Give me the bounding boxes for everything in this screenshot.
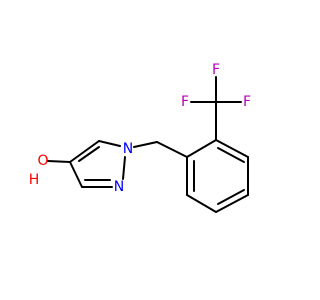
atom-label-f-top: F xyxy=(212,62,220,78)
structure-canvas: O H N N F F F xyxy=(29,62,251,213)
bond-o-c4 xyxy=(47,160,71,163)
bond-c4-c5 xyxy=(69,140,100,163)
bond-c4-c5-double xyxy=(78,146,100,162)
atom-label-f-right: F xyxy=(243,94,251,110)
atom-label-o: O xyxy=(37,153,48,169)
atom-label-n1: N xyxy=(123,141,133,157)
bonds xyxy=(47,76,249,213)
atom-label-n2: N xyxy=(114,179,124,195)
atom-label-f-left: F xyxy=(181,94,189,110)
bond-ar5-ar6 xyxy=(215,139,249,158)
bond-n1-ch2 xyxy=(133,141,158,148)
bond-ar2-ar3 xyxy=(186,194,217,213)
atom-label-h: H xyxy=(29,172,40,188)
bond-n1-n2 xyxy=(122,156,126,180)
bond-ar3-ar4 xyxy=(215,194,249,213)
bond-ch2-ar xyxy=(156,141,188,158)
bond-ar6-ar1 xyxy=(186,139,217,158)
bond-ar5-ar6-double xyxy=(217,147,245,163)
atom-labels: O H N N F F F xyxy=(29,62,251,195)
bond-c5-n1 xyxy=(98,140,121,147)
bond-ar3-ar4-double xyxy=(217,189,245,205)
bond-c3-c4 xyxy=(69,161,83,188)
